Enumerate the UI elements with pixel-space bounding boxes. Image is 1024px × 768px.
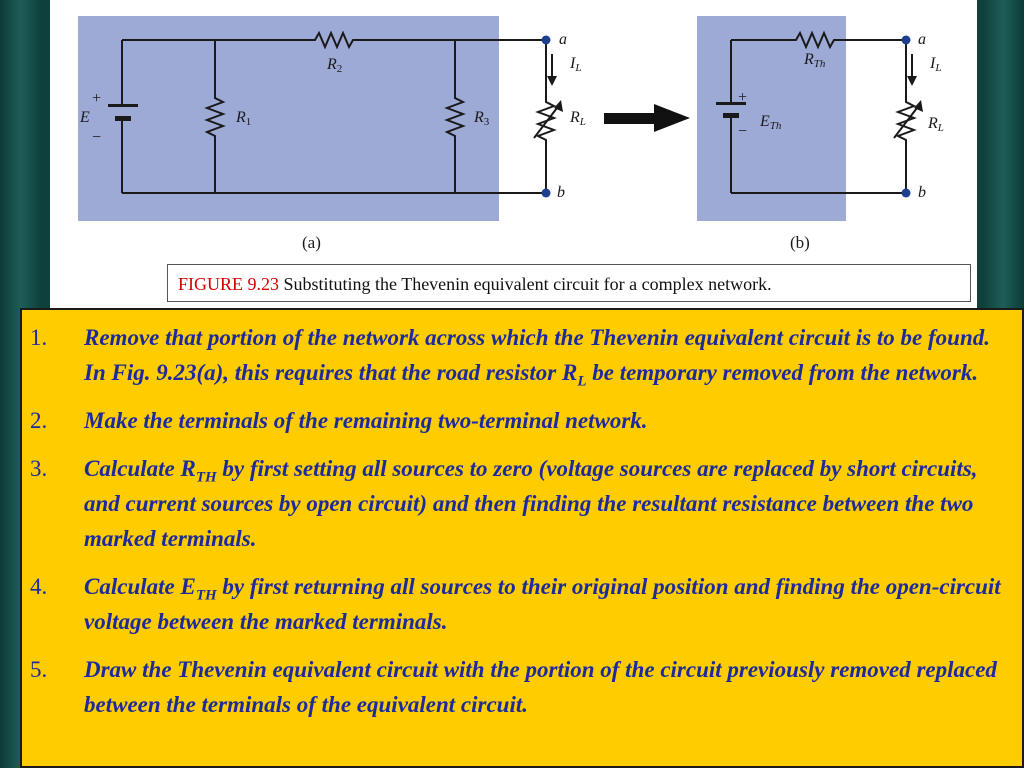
rl-label-b: RL [927, 115, 944, 134]
battery-b [716, 102, 746, 118]
plus-sign-a: + [92, 90, 101, 107]
terminal-a-label-b: a [918, 31, 926, 48]
current-arrowhead-a [547, 76, 557, 86]
terminal-b-label-a: b [557, 184, 565, 201]
step-number: 1. [30, 325, 48, 350]
battery-a [108, 104, 138, 121]
step-number: 4. [30, 574, 48, 599]
minus-sign-b: − [738, 123, 747, 140]
eth-label: ETh [759, 113, 782, 132]
rl-label-a: RL [569, 109, 586, 128]
circuit-b-top-wire [731, 30, 906, 50]
step-item: 1. Remove that portion of the network acr… [30, 320, 1004, 390]
step-item: 5. Draw the Thevenin equivalent circuit w… [30, 652, 1004, 722]
r3-label: R3 [473, 109, 490, 128]
steps-panel: 1. Remove that portion of the network acr… [20, 308, 1024, 768]
step-number: 3. [30, 456, 48, 481]
terminal-b-dot-a [541, 188, 551, 198]
step-text: Calculate E [84, 574, 196, 599]
r1-resistor [204, 40, 226, 193]
step-item: 2. Make the terminals of the remaining tw… [30, 403, 1004, 438]
circuit-a-region [78, 16, 499, 221]
step-item: 3. Calculate RTH by first setting all sou… [30, 451, 1004, 556]
rl-variable-arrow-a [533, 103, 561, 139]
step-text: Calculate R [84, 456, 196, 481]
step-subscript: TH [195, 587, 217, 604]
terminal-b-dot-b [901, 188, 911, 198]
step-text-after: be temporary removed from the network. [586, 360, 979, 385]
circuit-b-region [697, 16, 846, 221]
step-number: 2. [30, 408, 48, 433]
step-text: Remove that portion of the network acros… [84, 325, 990, 385]
steps-list: 1. Remove that portion of the network acr… [22, 310, 1022, 722]
step-text-after: by first returning all sources to their … [84, 574, 1001, 634]
rl-variable-arrow-b [893, 103, 921, 139]
step-number: 5. [30, 657, 48, 682]
figure-caption: FIGURE 9.23 Substituting the Thevenin eq… [167, 264, 971, 302]
r3-resistor [444, 40, 466, 193]
caption-label: FIGURE 9.23 [178, 274, 280, 294]
step-item: 4. Calculate ETH by first returning all s… [30, 569, 1004, 639]
panel-label-b: (b) [790, 233, 810, 252]
current-arrowhead-b [907, 76, 917, 86]
r1-label: R1 [235, 109, 251, 128]
transform-arrow-icon [604, 104, 690, 132]
terminal-a-label-a: a [559, 31, 567, 48]
terminal-a-dot-a [541, 35, 551, 45]
source-label-a: E [79, 109, 90, 126]
plus-sign-b: + [738, 89, 747, 106]
minus-sign-a: − [92, 129, 101, 146]
step-subscript: TH [195, 469, 217, 486]
panel-label-a: (a) [302, 233, 321, 252]
step-text: Make the terminals of the remaining two-… [84, 408, 648, 433]
terminal-b-label-b: b [918, 184, 926, 201]
current-label-b: IL [929, 55, 941, 74]
circuit-diagram: + E − R1 R2 R3 RL IL a b (a) [78, 16, 944, 252]
step-subscript: L [577, 373, 587, 390]
r2-label: R2 [326, 56, 342, 75]
step-text: Draw the Thevenin equivalent circuit wit… [84, 657, 997, 717]
current-label-a: IL [569, 55, 581, 74]
rl-arrowhead-b [914, 100, 923, 112]
rl-arrowhead-a [554, 100, 563, 112]
figure-panel: + E − R1 R2 R3 RL IL a b (a) [50, 0, 977, 308]
caption-text: Substituting the Thevenin equivalent cir… [279, 274, 772, 294]
terminal-a-dot-b [901, 35, 911, 45]
circuit-a-top-wire [122, 30, 546, 50]
rth-label: RTh [803, 51, 826, 70]
step-text-after: by first setting all sources to zero (vo… [84, 456, 978, 551]
